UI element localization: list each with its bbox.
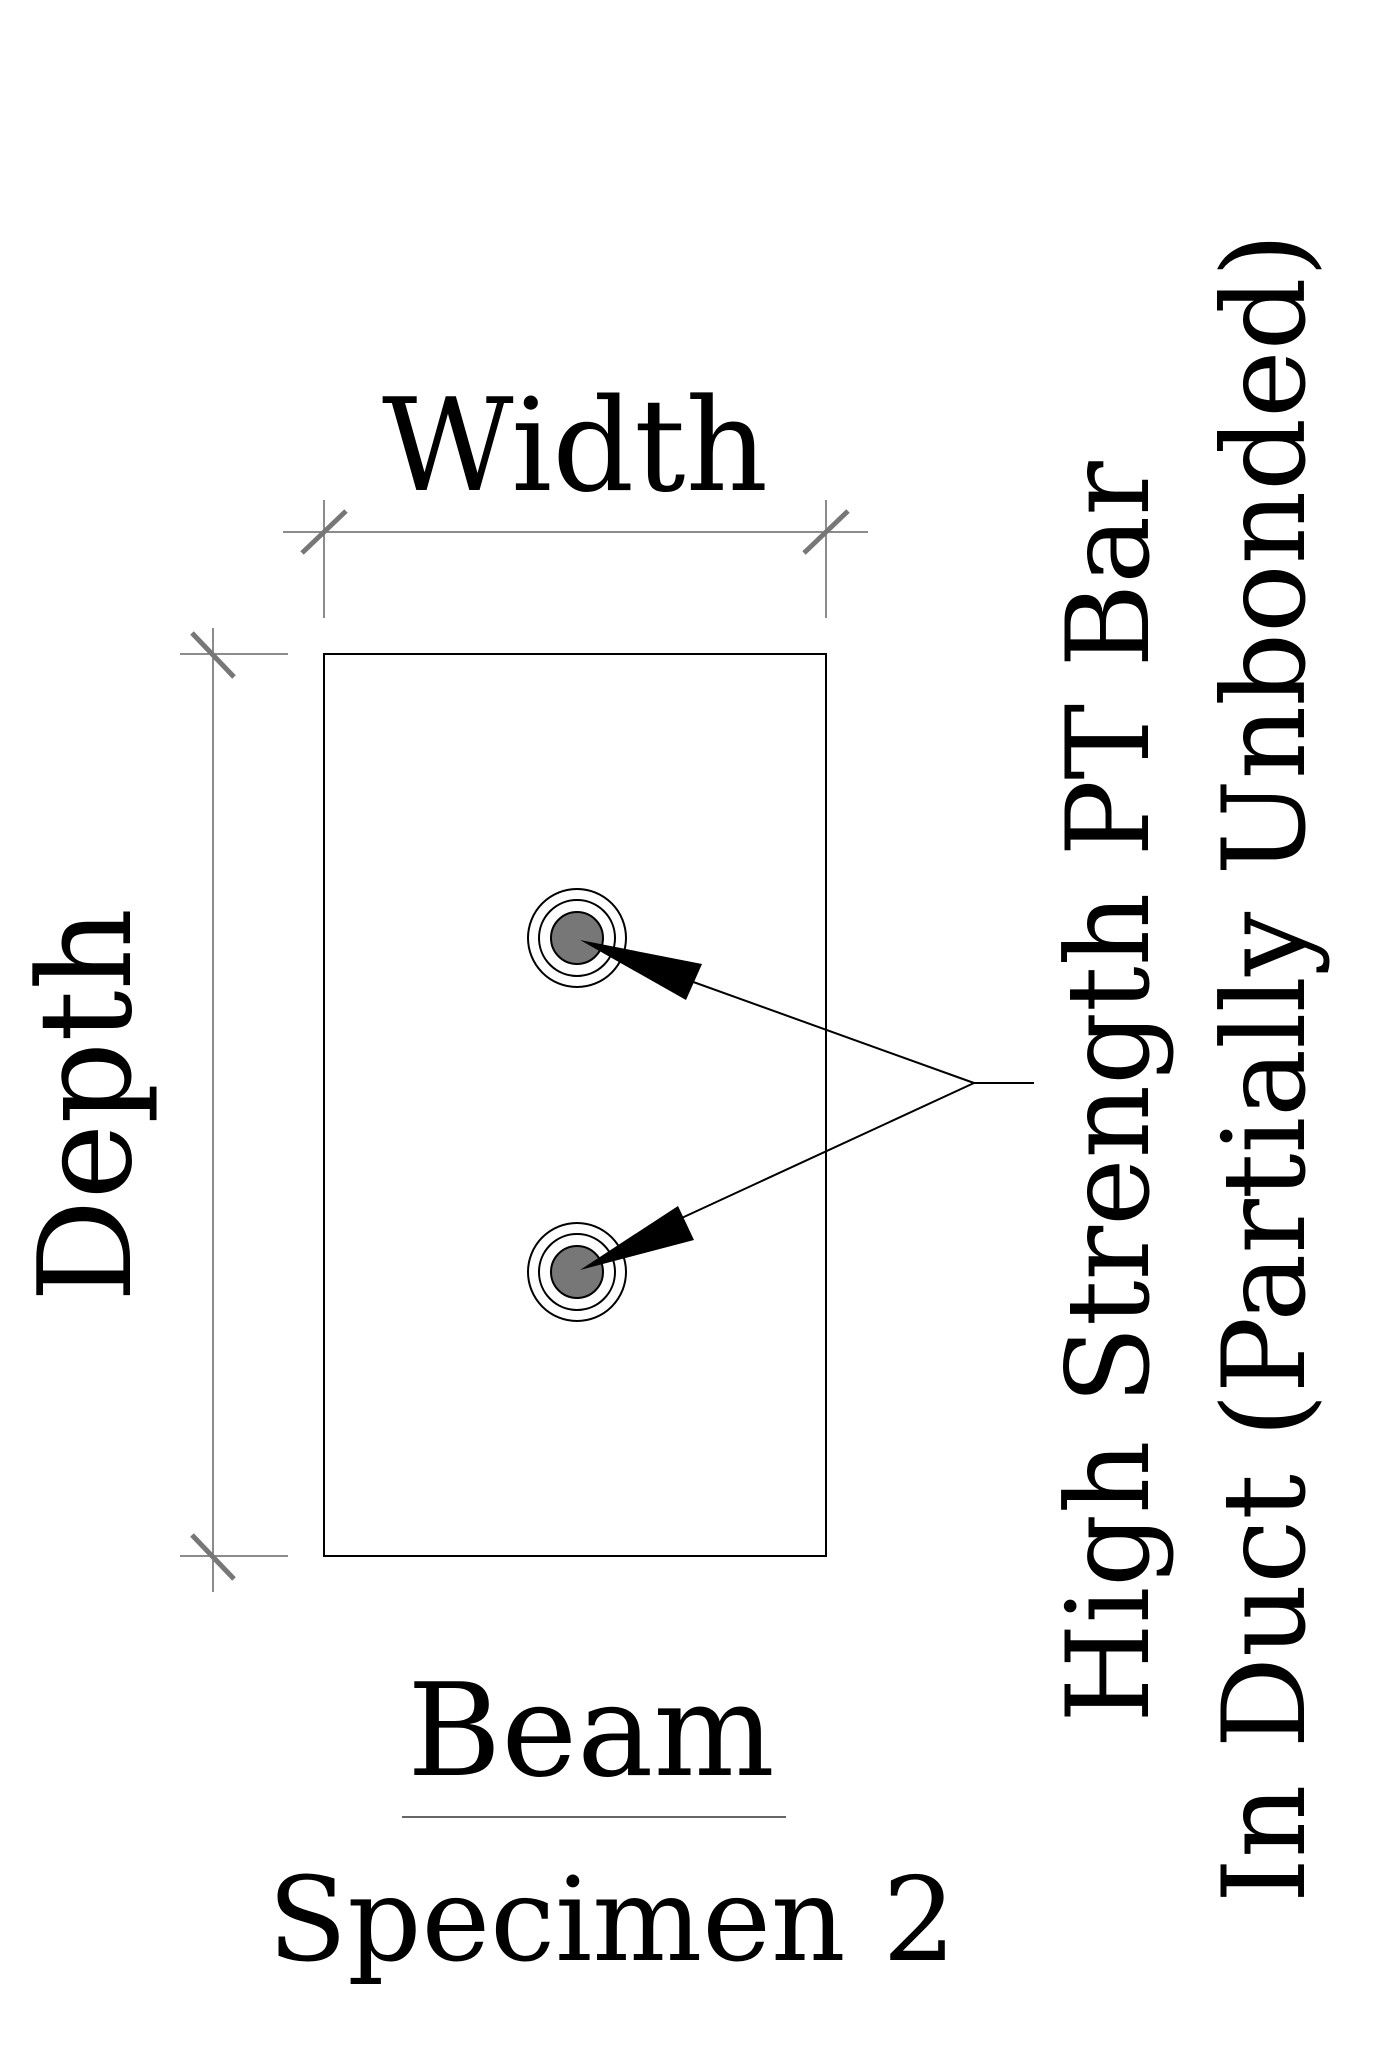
beam-title: Beam — [407, 1657, 775, 1806]
arrowhead-top — [580, 940, 702, 1000]
depth-dimension — [180, 628, 288, 1592]
leader-line-bottom — [659, 1082, 975, 1229]
beam-cross-section — [323, 653, 827, 1557]
depth-label: Depth — [12, 908, 161, 1302]
leader-line-top — [659, 969, 975, 1084]
pt-bar — [550, 911, 604, 965]
width-label: Width — [382, 372, 768, 521]
depth-tick-bottom — [190, 1533, 236, 1581]
arrowhead-bottom — [580, 1206, 694, 1270]
width-tick-right — [802, 509, 850, 555]
duct-inner-ring — [538, 1233, 616, 1311]
callout-label-line2: In Duct (Partially Unbonded) — [1198, 233, 1331, 1903]
width-dimension — [283, 500, 868, 618]
duct-outer-ring — [527, 1222, 627, 1322]
pt-bar — [550, 1245, 604, 1299]
duct-inner-ring — [538, 899, 616, 977]
callout-leaders — [580, 940, 1034, 1270]
pt-bar-bottom — [527, 1222, 627, 1322]
pt-bar-top — [527, 888, 627, 988]
width-tick-left — [300, 509, 348, 555]
specimen-subtitle: Specimen 2 — [268, 1853, 956, 1988]
duct-outer-ring — [527, 888, 627, 988]
depth-tick-top — [190, 631, 236, 679]
callout-label-line1: High Strength PT Bar — [1042, 461, 1175, 1723]
